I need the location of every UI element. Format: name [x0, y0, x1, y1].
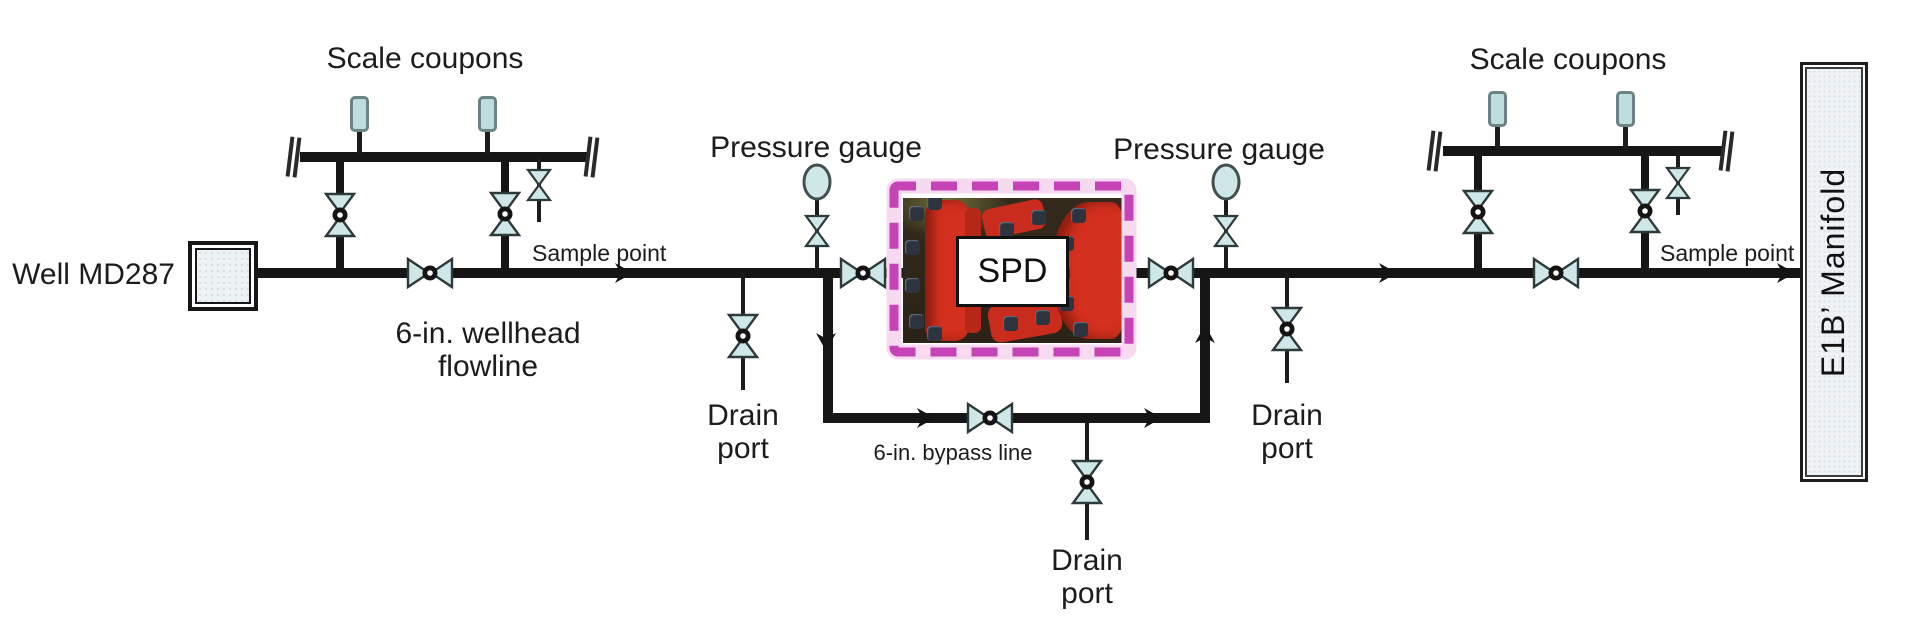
coupon-header-pipe-right: [1443, 146, 1722, 156]
flow-arrow-icon: [1777, 263, 1795, 283]
bypass-label: 6-in. bypass line: [873, 440, 1033, 465]
bypass-riser-pipe: [1200, 273, 1210, 423]
pipe-endcap-icon: [582, 136, 601, 177]
valve-icon: [406, 257, 454, 289]
well-symbol: [188, 241, 258, 311]
spd-label-box: SPD: [956, 236, 1069, 307]
small-valve-icon: [1665, 166, 1691, 200]
valve-icon: [727, 313, 759, 359]
pipe-endcap-icon: [1425, 130, 1444, 171]
manifold-label: E1B’ Manifold: [1815, 167, 1852, 377]
manifold-symbol: E1B’ Manifold: [1800, 62, 1868, 482]
valve-icon: [1147, 257, 1195, 289]
small-valve-icon: [804, 214, 830, 248]
flowline-label: 6-in. wellhead flowline: [395, 317, 581, 383]
drain-port-bypass-label: Drain port: [1051, 544, 1123, 610]
bypass-drop-pipe: [823, 273, 833, 423]
valve-icon: [1071, 459, 1103, 505]
pressure-gauge-left-label: Pressure gauge: [710, 131, 922, 164]
spd-label: SPD: [977, 252, 1048, 290]
valve-icon: [839, 257, 887, 289]
flow-arrow-up-icon: [1195, 325, 1215, 343]
spd-dashed-border: [886, 178, 1137, 360]
scale-coupon-icon: [1488, 91, 1507, 127]
well-label: Well MD287: [12, 258, 175, 291]
scale-coupon-icon: [478, 96, 497, 132]
pressure-gauge-icon: [802, 163, 832, 201]
scale-coupon-icon: [1616, 91, 1635, 127]
sample-point-right-label: Sample point: [1660, 240, 1795, 266]
coupon-stem: [485, 130, 490, 154]
small-valve-icon: [1213, 214, 1239, 248]
valve-icon: [1629, 188, 1661, 234]
flow-arrow-icon: [917, 408, 935, 428]
bypass-pipe: [823, 413, 1210, 423]
drain-port-flowline-label: Drain port: [707, 399, 779, 465]
valve-icon: [324, 192, 356, 238]
scale-coupons-left-label: Scale coupons: [326, 42, 524, 75]
coupon-stem: [357, 130, 362, 154]
scale-coupons-right-label: Scale coupons: [1469, 43, 1667, 76]
pipe-endcap-icon: [1717, 130, 1736, 171]
drain-port-outlet-label: Drain port: [1251, 399, 1323, 465]
pressure-gauge-right-label: Pressure gauge: [1113, 133, 1325, 166]
manifold-fill: [1805, 67, 1863, 477]
small-valve-icon: [526, 168, 552, 202]
valve-icon: [966, 402, 1014, 434]
coupon-header-pipe-left: [300, 152, 587, 162]
pipe-endcap-icon: [284, 136, 303, 177]
valve-icon: [1532, 257, 1580, 289]
flow-arrow-icon: [1144, 408, 1162, 428]
scale-coupon-icon: [350, 96, 369, 132]
flow-arrow-down-icon: [816, 333, 836, 351]
sample-point-left-label: Sample point: [532, 240, 667, 266]
coupon-stem: [1623, 125, 1628, 149]
valve-icon: [1462, 189, 1494, 235]
flow-arrow-icon: [1379, 263, 1397, 283]
well-symbol-fill: [195, 248, 251, 304]
pressure-gauge-icon: [1211, 163, 1241, 201]
coupon-stem: [1495, 125, 1500, 149]
valve-icon: [489, 191, 521, 237]
valve-icon: [1271, 306, 1303, 352]
flow-arrow-icon: [615, 263, 633, 283]
